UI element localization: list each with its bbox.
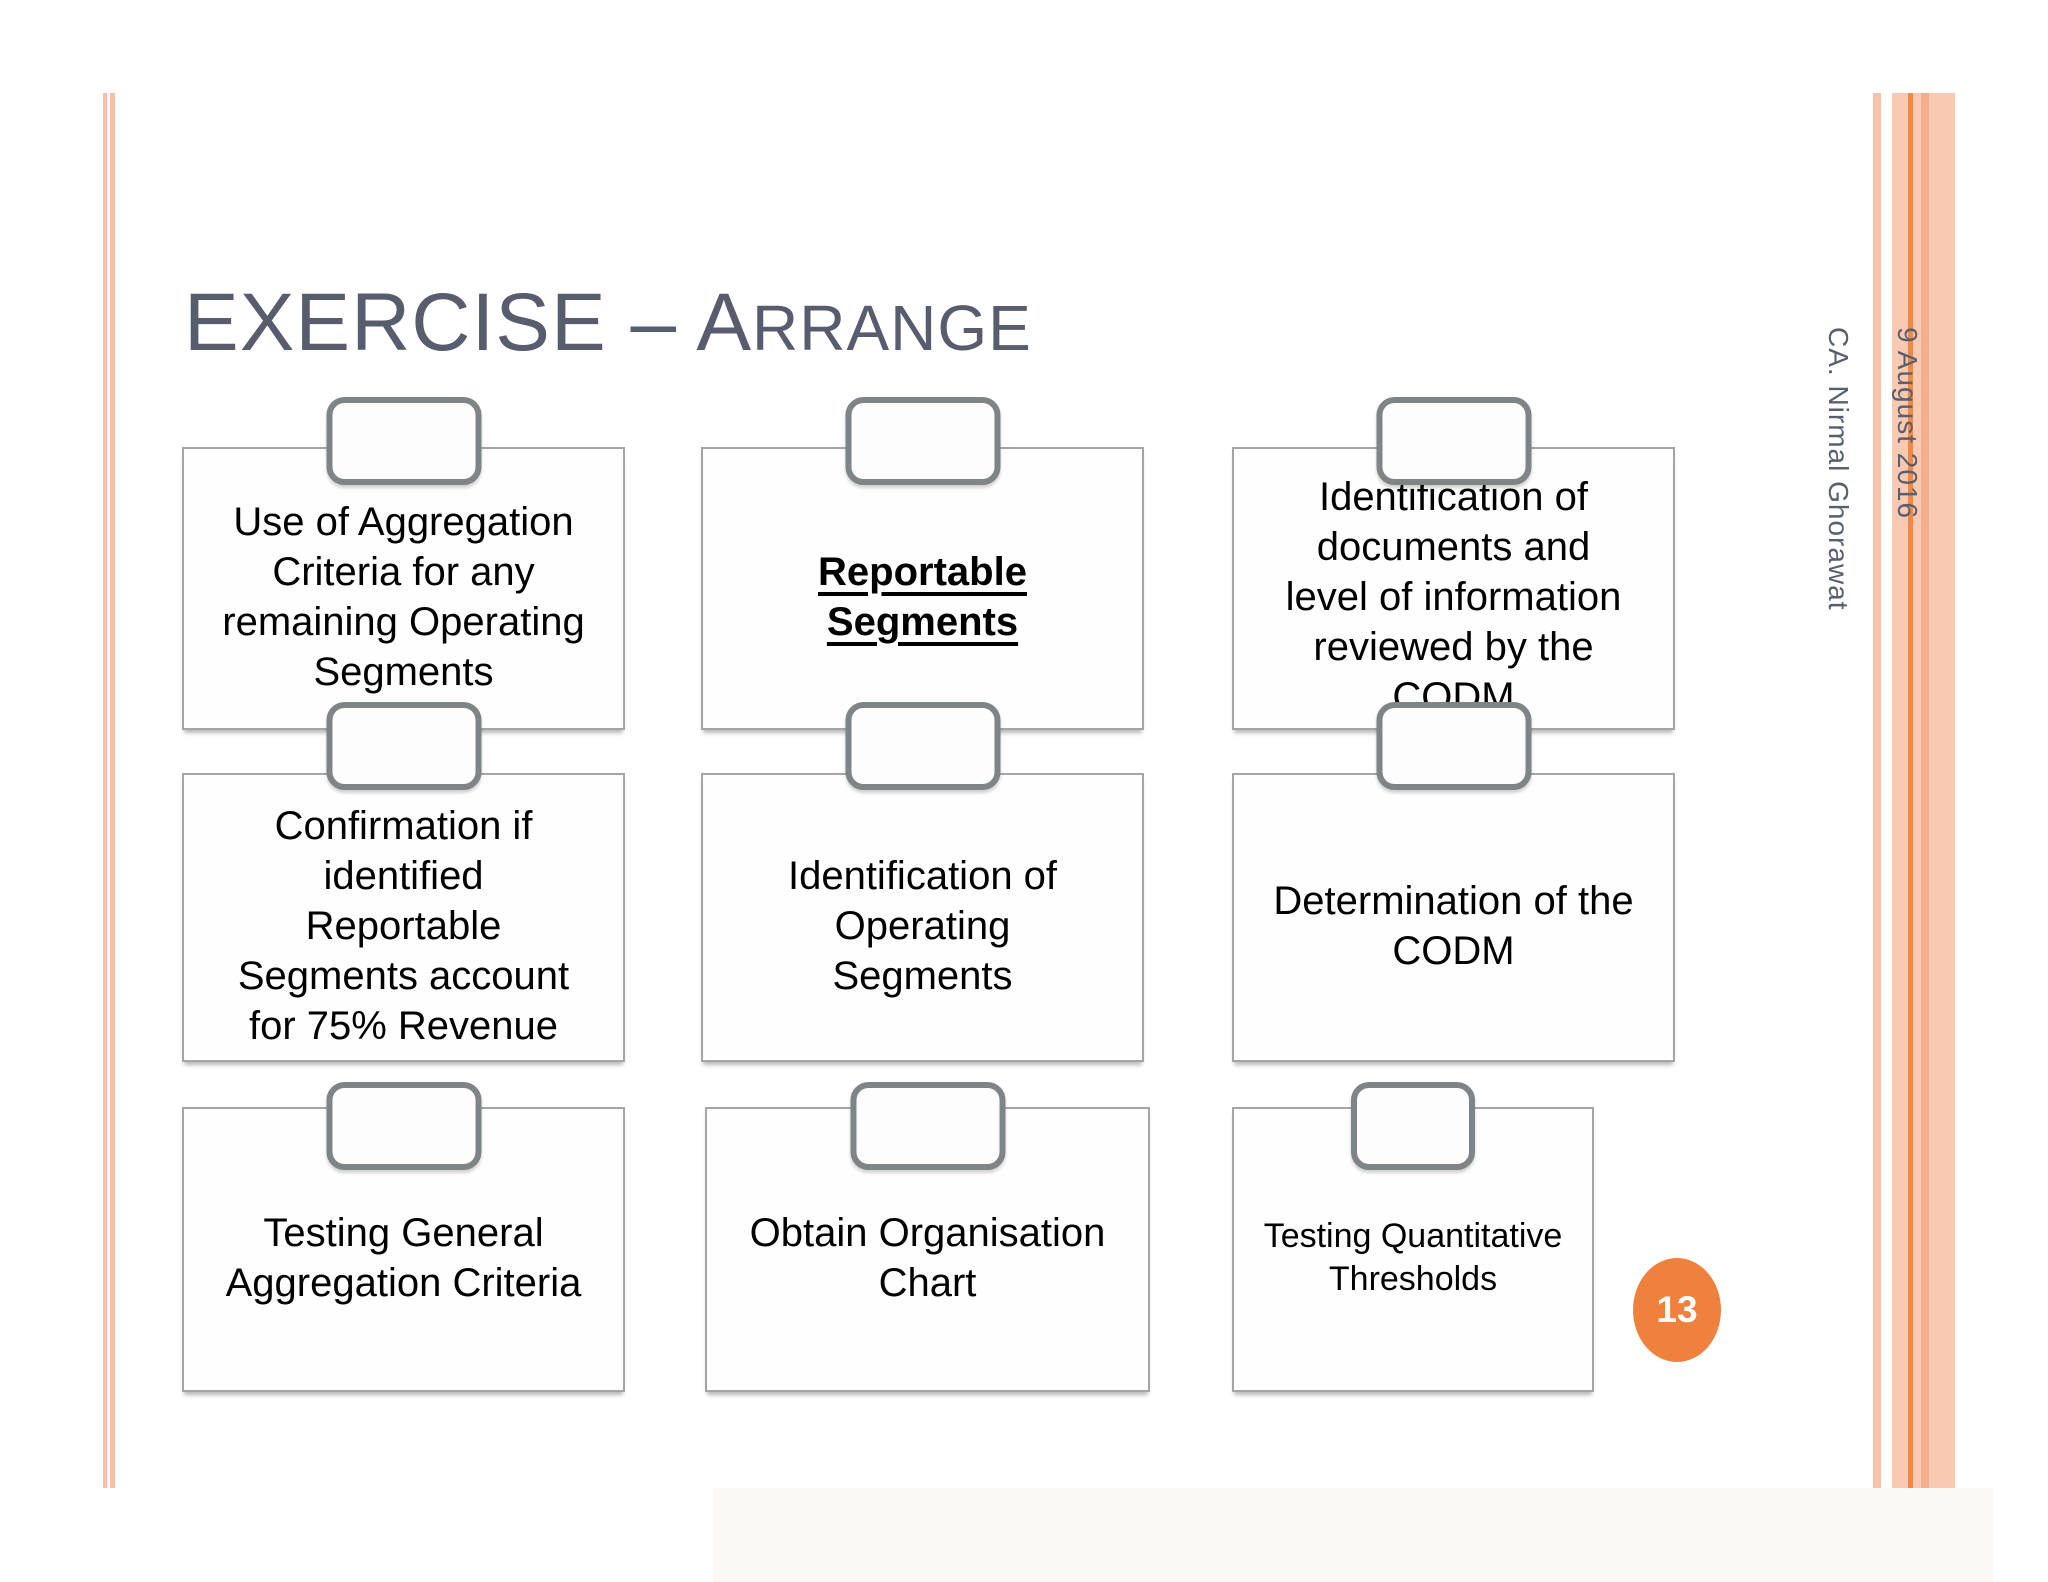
right-accent-stripe-thin [1873,93,1881,1488]
page-number: 13 [1656,1289,1698,1330]
box-text: Identification of Operating Segments [787,853,1058,998]
box-text: Confirmation if identified Reportable Se… [237,803,570,1048]
connector-tab-icon [1376,397,1531,485]
author-label: CA. Nirmal Ghorawat [1823,327,1854,611]
connector-tab-icon [1351,1082,1475,1170]
flow-box-obtain-organisation-chart: Obtain Organisation Chart [705,1082,1150,1392]
bottom-background-strip [713,1488,1993,1582]
box-text: Determination of the CODM [1273,878,1634,973]
box-text: Reportable Segments [818,549,1027,644]
box-text: Identification of documents and level of… [1285,474,1622,719]
connector-tab-icon [326,1082,481,1170]
flow-box-use-of-aggregation-criteria: Use of Aggregation Criteria for any rema… [182,397,625,730]
page-title-main: EXERCISE – A [184,277,753,368]
connector-tab-icon [845,397,1000,485]
page-number-badge: 13 [1633,1258,1721,1362]
connector-tab-icon [1376,702,1531,790]
connector-tab-icon [326,397,481,485]
connector-tab-icon [845,702,1000,790]
connector-tab-icon [326,702,481,790]
flow-box-determination-of-codm: Determination of the CODM [1232,702,1675,1062]
left-accent-stripes [103,93,115,1488]
page-title-smallcaps: RRANGE [752,292,1032,364]
connector-tab-icon [850,1082,1005,1170]
flow-box-testing-general-aggregation-criteria: Testing General Aggregation Criteria [182,1082,625,1392]
box-text: Testing Quantitative Thresholds [1263,1217,1563,1298]
box-text: Testing General Aggregation Criteria [225,1210,582,1305]
box-text: Obtain Organisation Chart [749,1210,1106,1305]
page-title: EXERCISE – ARRANGE [184,276,1032,370]
flow-box-confirmation-75-percent-revenue: Confirmation if identified Reportable Se… [182,702,625,1062]
date-label: 9 August 2016 [1892,327,1923,520]
flow-box-testing-quantitative-thresholds: Testing Quantitative Thresholds [1232,1082,1594,1392]
slide-meta-sidebar: 9 August 2016 CA. Nirmal Ghorawat [1822,327,1923,1427]
right-accent-stripe-band [1892,93,1955,1488]
flow-box-identification-of-documents: Identification of documents and level of… [1232,397,1675,730]
flow-box-reportable-segments: Reportable Segments [701,397,1144,730]
flow-box-identification-of-operating-segments: Identification of Operating Segments [701,702,1144,1062]
box-text: Use of Aggregation Criteria for any rema… [222,499,585,694]
